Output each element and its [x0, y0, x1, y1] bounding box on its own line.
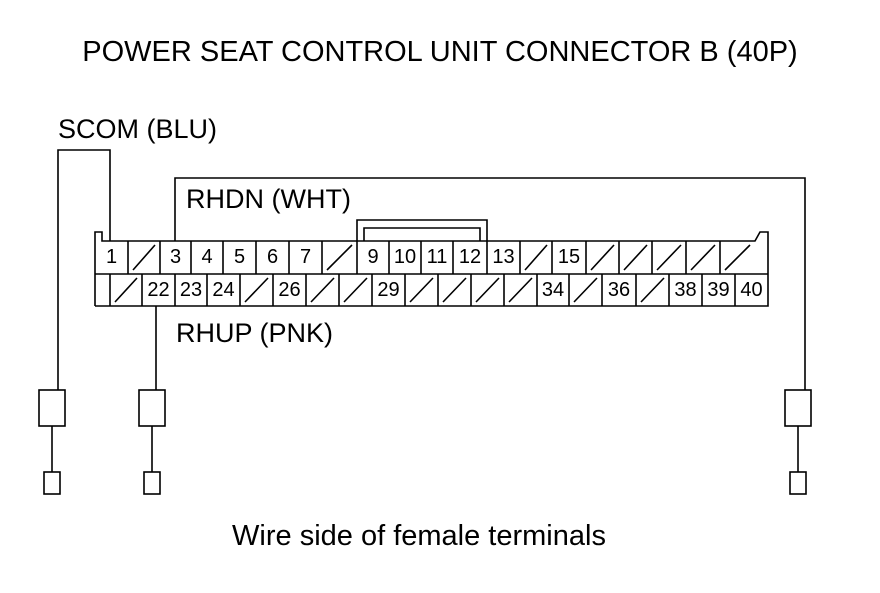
pin-label: 13 — [492, 246, 514, 268]
empty-cavity-slash — [114, 277, 138, 303]
empty-cavity-slash — [310, 277, 335, 303]
empty-cavity-slash — [442, 277, 467, 303]
connector-latch-inner — [363, 227, 481, 241]
pin-label: 38 — [674, 279, 696, 301]
pin-label: 1 — [106, 246, 117, 268]
diagram-footer: Wire side of female terminals — [232, 520, 606, 552]
rhup-tip — [143, 471, 161, 495]
empty-cavity-slash — [690, 244, 716, 271]
empty-cavity-slash — [724, 244, 751, 271]
wire-label-rhdn: RHDN (WHT) — [186, 184, 351, 214]
rhdn-terminal — [784, 389, 812, 427]
wire-label-scom: SCOM (BLU) — [58, 114, 218, 144]
empty-cavity-slash — [590, 244, 615, 271]
pin-label: 12 — [459, 246, 481, 268]
pin-label: 11 — [427, 246, 448, 268]
connector-latch — [356, 219, 488, 241]
connector-housing — [94, 231, 769, 307]
empty-cavity-slash — [244, 277, 269, 303]
pin-label: 7 — [300, 246, 311, 268]
empty-cavity-slash — [343, 277, 368, 303]
empty-cavity-slash — [656, 244, 682, 271]
empty-cavity-slash — [409, 277, 434, 303]
empty-cavity-slash — [623, 244, 648, 271]
scom-terminal — [38, 389, 66, 427]
empty-cavity-slash — [524, 244, 548, 271]
pin-label: 4 — [201, 246, 212, 268]
pin-label: 10 — [394, 246, 416, 268]
pin-label: 23 — [180, 279, 202, 301]
empty-cavity-slash — [508, 277, 533, 303]
empty-cavity-slash — [326, 244, 353, 271]
pin-label: 3 — [170, 246, 181, 268]
pin-label: 29 — [377, 279, 399, 301]
wire-rhdn — [174, 177, 806, 390]
wire-scom — [57, 149, 111, 390]
pin-label: 34 — [542, 279, 564, 301]
pin-label: 15 — [558, 246, 580, 268]
pin-label: 36 — [608, 279, 630, 301]
pin-label: 26 — [278, 279, 300, 301]
scom-tip — [43, 471, 61, 495]
empty-cavity-slash — [475, 277, 500, 303]
empty-cavity-slash — [132, 244, 156, 271]
pin-label: 24 — [212, 279, 234, 301]
pin-label: 39 — [707, 279, 729, 301]
wire-label-rhup: RHUP (PNK) — [176, 318, 334, 348]
pin-label: 5 — [234, 246, 245, 268]
diagram-title: POWER SEAT CONTROL UNIT CONNECTOR B (40P… — [82, 36, 798, 68]
pin-label: 40 — [740, 279, 762, 301]
empty-cavity-slash — [640, 277, 665, 303]
rhdn-tip — [789, 471, 807, 495]
rhup-terminal — [138, 389, 166, 427]
pin-label: 9 — [367, 246, 378, 268]
empty-cavity-slash — [573, 277, 598, 303]
pin-label: 22 — [147, 279, 169, 301]
pin-label: 6 — [267, 246, 278, 268]
